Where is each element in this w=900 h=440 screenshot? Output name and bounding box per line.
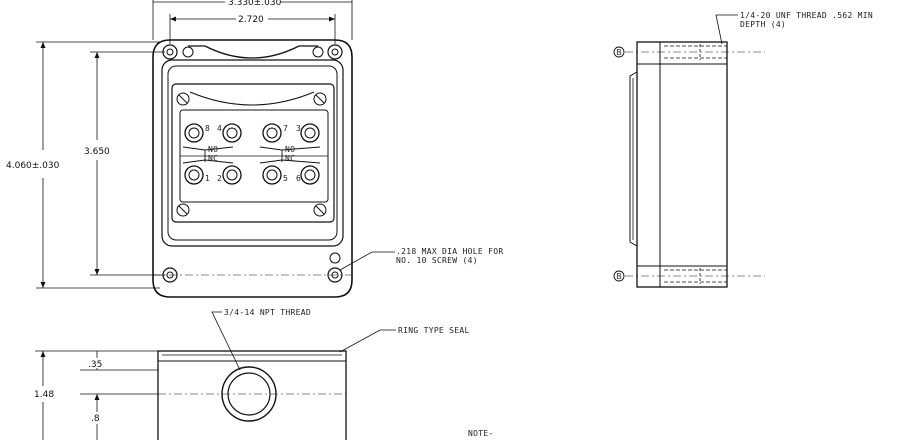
dim-front-top-offset: .35 — [88, 360, 102, 370]
cover-screw-br — [329, 252, 341, 264]
marker-b-bottom — [613, 270, 625, 282]
top-view: 8 4 7 3 1 2 5 6 NO NC NO NC — [152, 39, 353, 298]
note-label: NOTE- — [468, 429, 494, 438]
terminal-5-core — [266, 169, 278, 181]
block-screw-tl-slot — [178, 94, 188, 104]
callout-mount-hole: .218 MAX DIA HOLE FOR — [396, 247, 503, 256]
cover-arch — [188, 45, 318, 59]
terminal-label-2: 2 — [217, 174, 222, 183]
leader-npt-thread — [211, 311, 241, 371]
cover-outer — [161, 59, 344, 247]
terminal-block — [171, 83, 335, 223]
terminals: 8 4 7 3 1 2 5 6 NO NC NO NC — [182, 123, 321, 185]
callout-mount-screw: NO. 10 SCREW (4) — [396, 256, 478, 265]
top-dimensions: 3.330±.030 2.720 4.060±.030 3.650 .218 M… — [6, 0, 503, 289]
dim-overall-height: 4.060±.030 — [6, 161, 60, 171]
block-screw-tr-slot — [315, 94, 325, 104]
side-view: B B 1/4-20 UNF THREAD .562 MIN DEPTH (4) — [613, 11, 873, 288]
cover-inner — [167, 65, 338, 241]
callout-tapped-thread: 1/4-20 UNF THREAD .562 MIN — [740, 11, 873, 20]
terminal-1 — [184, 165, 204, 185]
mounting-holes — [162, 44, 343, 283]
terminal-label-8: 8 — [205, 124, 210, 133]
block-screw-bl — [176, 203, 190, 217]
terminal-7 — [262, 123, 282, 143]
block-screw-tr — [313, 92, 327, 106]
terminal-2 — [222, 165, 242, 185]
dim-hole-spacing-width: 2.720 — [238, 15, 264, 25]
leader-seal — [339, 329, 396, 353]
callout-npt-thread: 3/4-14 NPT THREAD — [224, 308, 311, 317]
marker-b-top-label: B — [617, 48, 622, 57]
nc-label-right: NC — [285, 154, 295, 163]
terminal-label-1: 1 — [205, 174, 210, 183]
side-body — [636, 41, 728, 288]
block-screws — [176, 92, 327, 217]
cover-screw-tr — [312, 46, 324, 58]
terminal-label-4: 4 — [217, 124, 222, 133]
terminal-3 — [300, 123, 320, 143]
no-label-left: NO — [208, 145, 218, 154]
block-screw-tl — [176, 92, 190, 106]
marker-b-top — [613, 46, 625, 58]
terminal-6 — [300, 165, 320, 185]
mount-hole-tr-inner — [331, 48, 339, 56]
no-label-right: NO — [285, 145, 295, 154]
front-view: 3/4-14 NPT THREAD RING TYPE SEAL 1.48 .3… — [34, 308, 470, 440]
terminal-1-core — [188, 169, 200, 181]
mount-hole-tr — [327, 44, 343, 60]
dim-front-height: 1.48 — [34, 390, 54, 400]
terminal-label-6: 6 — [296, 174, 301, 183]
dim-arrow-front-height — [40, 351, 46, 357]
terminal-4-core — [226, 127, 238, 139]
terminal-8-core — [188, 127, 200, 139]
terminal-label-5: 5 — [283, 174, 288, 183]
dim-hole-spacing-height: 3.650 — [84, 147, 110, 157]
side-gasket-lip — [629, 71, 638, 247]
switch-symbol-left — [182, 146, 234, 164]
block-screw-br-slot — [315, 205, 325, 215]
mount-hole-tl-inner — [166, 48, 174, 56]
switch-symbol-right — [259, 146, 321, 164]
terminal-2-core — [226, 169, 238, 181]
leader-tapped-thread — [715, 14, 738, 45]
dim-arrow-front-center — [94, 394, 100, 400]
terminal-8 — [184, 123, 204, 143]
dim-front-hole-center: .8 — [91, 414, 100, 424]
block-screw-br — [313, 203, 327, 217]
terminal-label-7: 7 — [283, 124, 288, 133]
block-screw-bl-slot — [178, 205, 188, 215]
mount-hole-tl — [162, 44, 178, 60]
terminal-4 — [222, 123, 242, 143]
cover-screw-tl — [182, 46, 194, 58]
terminal-5 — [262, 165, 282, 185]
terminal-7-core — [266, 127, 278, 139]
callout-seal: RING TYPE SEAL — [398, 326, 470, 335]
nc-label-left: NC — [208, 154, 218, 163]
dim-overall-width: 3.330±.030 — [228, 0, 282, 8]
front-body — [157, 350, 347, 440]
leader-mount-hole — [339, 251, 395, 271]
marker-b-bottom-label: B — [617, 272, 622, 281]
terminal-block-arch — [189, 91, 315, 106]
terminal-6-core — [304, 169, 316, 181]
callout-tapped-depth: DEPTH (4) — [740, 20, 786, 29]
terminal-3-core — [304, 127, 316, 139]
enclosure-outline — [152, 39, 353, 298]
terminal-label-3: 3 — [296, 124, 301, 133]
